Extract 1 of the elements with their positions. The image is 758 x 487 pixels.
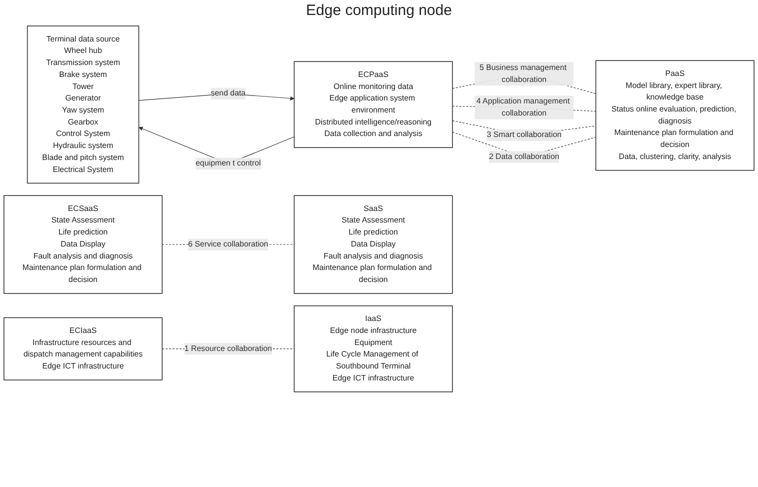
column-heading: Edge computing node bbox=[306, 2, 452, 19]
